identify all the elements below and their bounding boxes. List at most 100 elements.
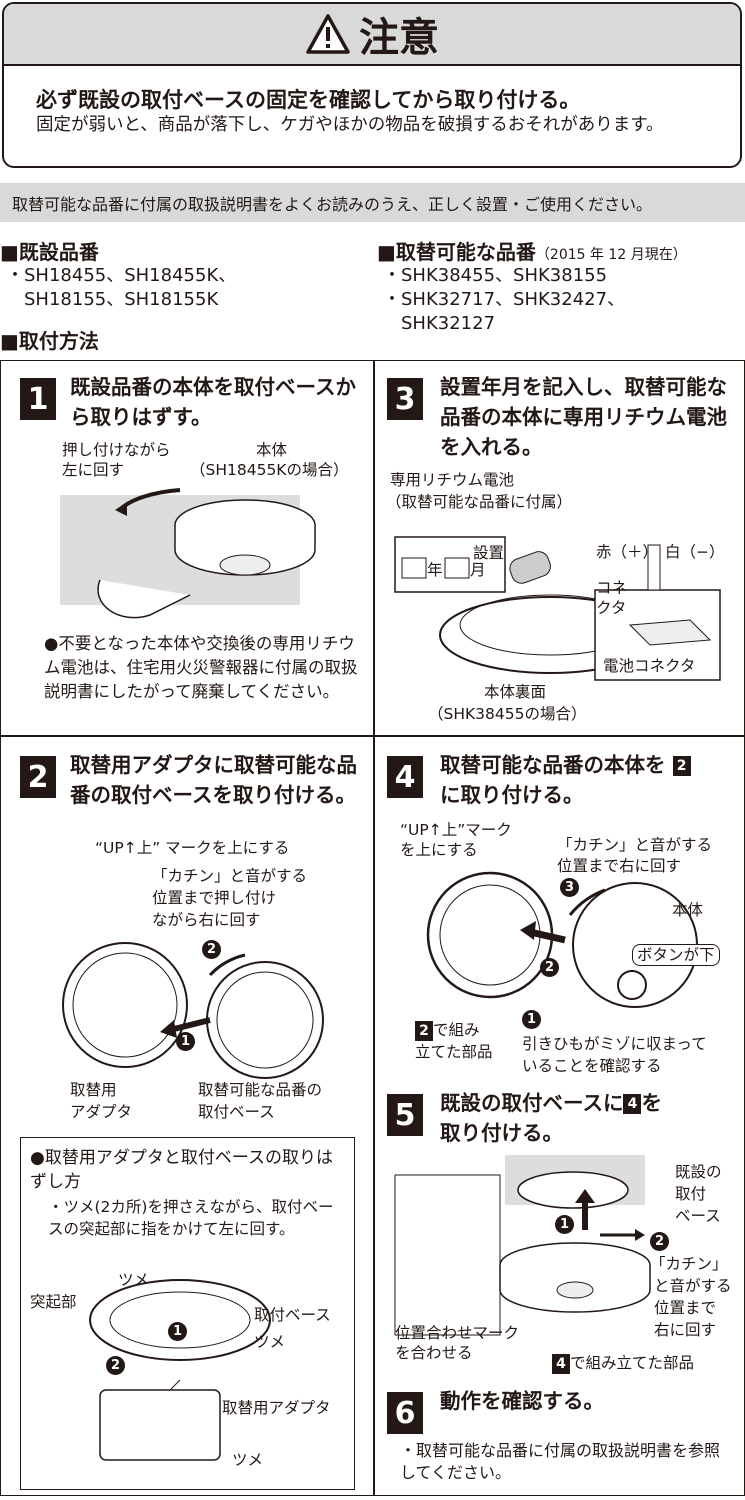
- removal-marker: 1: [168, 1322, 187, 1341]
- step-2-label: 「カチン」と音がする: [152, 867, 308, 885]
- divider: [373, 360, 375, 1135]
- step-1-illustration: [60, 488, 316, 619]
- step-ref-4: 4: [552, 1353, 570, 1374]
- caution-header: 注意: [4, 4, 740, 66]
- step-4-marker: 2: [540, 958, 559, 977]
- step-ref-2: 2: [415, 1020, 433, 1041]
- step-6-text: ・取替可能な品番に付属の取扱説明書を参照してください。: [400, 1441, 721, 1482]
- step-1-label: 本体: [256, 441, 288, 459]
- step-4-label: 位置まで右に回す: [557, 857, 682, 875]
- step-3-label: 電池コネクタ: [603, 657, 696, 675]
- step-ref-4: 4: [623, 1094, 642, 1114]
- step-5-label: 位置合わせマーク: [395, 1324, 520, 1342]
- step-4-label: 立てた部品: [415, 1043, 493, 1061]
- removal-label: 突起部: [30, 1293, 77, 1311]
- step-1-number: 1: [20, 378, 56, 420]
- replacement-heading: ■取替可能な品番（2015 年 12 月現在）: [377, 236, 687, 265]
- step-2-marker: 1: [176, 1032, 195, 1051]
- removal-box: [20, 1137, 355, 1490]
- step-5-illustration: [394, 1155, 651, 1336]
- divider: [373, 1135, 375, 1496]
- caution-main-text: 必ず既設の取付ベースの固定を確認してから取り付ける。: [36, 88, 581, 112]
- step-1-title: 既設品番の本体を取付ベースから取りはずす。: [70, 375, 356, 429]
- step-2-label: 取付ベース: [198, 1103, 275, 1121]
- replacement-heading-text: ■取替可能な品番: [377, 240, 536, 264]
- replacement-item: ・SHK38455、SHK38155: [383, 265, 608, 286]
- step-2-label: 取替可能な品番の: [198, 1081, 323, 1099]
- step-4-number: 4: [387, 756, 423, 798]
- step-5-number: 5: [387, 1094, 423, 1136]
- step-5-label: ベース: [675, 1207, 721, 1225]
- step-3-title: 設置年月を記入し、取替可能な品番の本体に専用リチウム電池を入れる。: [440, 375, 727, 459]
- existing-item: SH18155、SH18155K: [6, 289, 219, 310]
- step-5-marker: 1: [555, 1215, 574, 1234]
- warning-triangle-icon: [306, 14, 350, 54]
- step-4-illustration: [426, 871, 698, 1008]
- step-3-label: 本体裏面: [484, 683, 547, 701]
- step-3-label: 白（−）: [665, 543, 725, 561]
- step-5-label: 位置まで: [654, 1299, 717, 1317]
- step-2-illustration: [62, 942, 324, 1079]
- step-5-title-text: 取り付ける。: [440, 1121, 563, 1145]
- removal-label: 取替用アダプタ: [222, 1399, 331, 1417]
- step-3-label: クタ: [596, 599, 627, 617]
- step-4-marker: 3: [560, 878, 579, 897]
- step-3-label: 年: [427, 561, 443, 579]
- step-2-label: 位置まで押し付け: [152, 889, 277, 907]
- removal-label: ツメ: [118, 1271, 150, 1289]
- replacement-item: SHK32127: [383, 313, 496, 334]
- replacement-date: （2015 年 12 月現在）: [535, 247, 687, 263]
- step-1-label: （SH18455Kの場合）: [190, 461, 349, 479]
- step-5-label-text: で組み立てた部品: [570, 1354, 695, 1372]
- step-3-label: 設置: [473, 544, 505, 562]
- step-3-label: コネ: [596, 579, 628, 597]
- step-5-label: を合わせる: [395, 1344, 473, 1362]
- divider: [373, 735, 745, 737]
- step-4-button-callout: ボタンが下: [632, 944, 720, 966]
- step-3-label: 月: [470, 561, 486, 579]
- step-4-title-text: に取り付ける。: [440, 783, 584, 807]
- notice-band: 取替可能な品番に付属の取扱説明書をよくお読みのうえ、正しく設置・ご使用ください。: [0, 183, 745, 222]
- step-1-label: 押し付けながら: [62, 441, 171, 459]
- removal-label: 取付ベース: [254, 1306, 331, 1324]
- step-4-label-text: で組み: [433, 1021, 480, 1039]
- step-4-label: を上にする: [400, 841, 478, 859]
- step-ref-2: 2: [672, 756, 691, 776]
- caution-box: 注意 必ず既設の取付ベースの固定を確認してから取り付ける。 固定が弱いと、商品が…: [2, 2, 742, 168]
- step-5-title-text: を: [641, 1091, 662, 1115]
- step-3-label: 専用リチウム電池: [390, 471, 515, 489]
- removal-label: ツメ: [254, 1333, 286, 1351]
- step-5-label: 「カチン」: [650, 1255, 728, 1273]
- step-3-label: （SHK38455の場合）: [428, 705, 587, 723]
- step-1-label: 左に回す: [62, 461, 125, 479]
- step-3-label: （取替可能な品番に付属）: [386, 493, 573, 511]
- step-4-label: 引きひもがミゾに収まって: [522, 1035, 707, 1053]
- removal-marker: 2: [106, 1356, 125, 1375]
- step-2-title: 取替用アダプタに取替可能な品番の取付ベースを取り付ける。: [70, 753, 357, 807]
- step-5-title-text: 既設の取付ベースに: [440, 1091, 624, 1115]
- step-4-label: いることを確認する: [522, 1057, 662, 1075]
- step-6-title: 動作を確認する。: [440, 1389, 604, 1413]
- step-2-label: ながら右に回す: [152, 911, 261, 929]
- step-4-label: 「カチン」と音がする: [557, 836, 713, 854]
- caution-title: 注意: [359, 15, 439, 61]
- removal-title: ●取替用アダプタと取付ベースの取りはずし方: [30, 1148, 333, 1192]
- step-2-marker: 2: [202, 940, 221, 959]
- replacement-item: ・SHK32717、SHK32427、: [383, 289, 626, 310]
- step-4-marker: 1: [522, 1010, 541, 1029]
- step-3-number: 3: [387, 378, 423, 420]
- step-5-label: 既設の: [675, 1163, 722, 1181]
- step-3-label: 赤（＋）: [596, 543, 659, 561]
- divider: [0, 735, 373, 737]
- removal-illustration: [89, 1279, 271, 1461]
- step-3-illustration: [394, 536, 721, 681]
- step-4-title-text: 取替可能な品番の本体を: [440, 753, 666, 777]
- step-2-label: 取替用: [70, 1081, 117, 1099]
- method-heading: ■取付方法: [0, 329, 99, 353]
- step-4-label: 本体: [672, 901, 704, 919]
- step-1-note: ●不要となった本体や交換後の専用リチウム電池は、住宅用火災警報器に付属の取扱説明…: [44, 634, 358, 701]
- existing-item: ・SH18455、SH18455K、: [6, 265, 237, 286]
- step-2-label: アダプタ: [70, 1103, 133, 1121]
